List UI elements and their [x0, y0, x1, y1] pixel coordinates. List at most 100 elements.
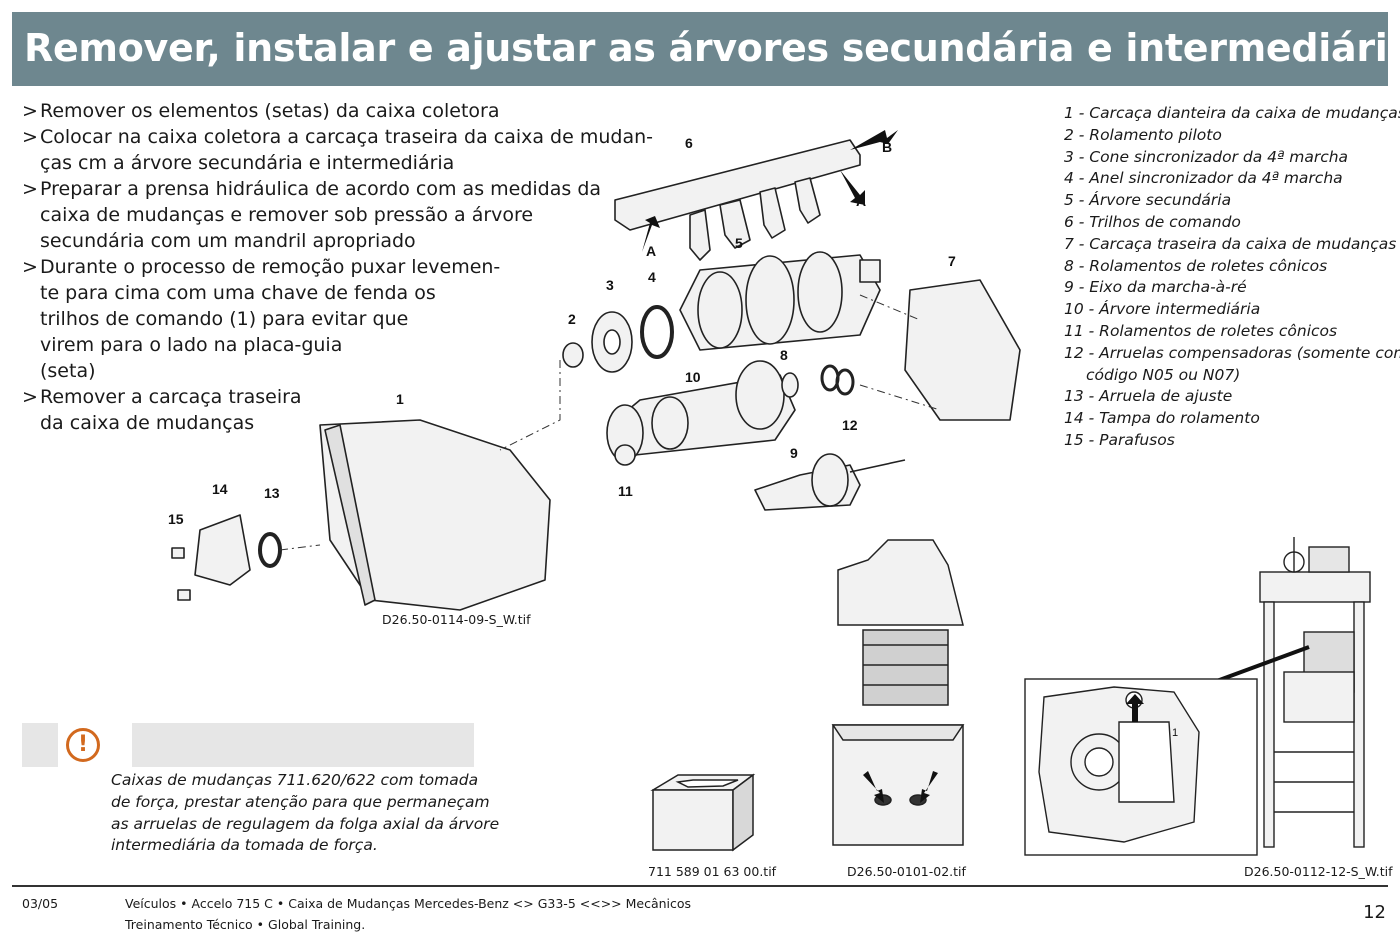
- step-line: Colocar na caixa coletora a carcaça tras…: [40, 126, 653, 148]
- warning-text: Caixas de mudanças 711.620/622 com tomad…: [111, 770, 500, 857]
- step-line: Durante o processo de remoção puxar leve…: [40, 256, 501, 278]
- legend-item: 3 - Cone sincronizador da 4ª marcha: [1064, 147, 1349, 166]
- legend-item: 15 - Parafusos: [1064, 430, 1175, 449]
- part-label: 5: [735, 235, 743, 251]
- warning-line: de força, prestar atenção para que perma…: [111, 792, 490, 811]
- legend-item: 14 - Tampa do rolamento: [1064, 409, 1260, 428]
- warning-line: intermediária da tomada de força.: [111, 836, 378, 855]
- press-caption: D26.50-0112-12-S_W.tif: [1244, 864, 1393, 879]
- shift-fork: [689, 209, 711, 261]
- reverse-gear: [811, 453, 849, 507]
- sync-cone-hub: [603, 329, 621, 355]
- shift-fork: [719, 199, 751, 249]
- part-label: 1: [396, 391, 404, 407]
- bolt: [177, 589, 191, 601]
- arrow-label: A: [646, 243, 656, 259]
- hydraulic-press-drawing: 1: [1024, 537, 1371, 856]
- step-line: (seta): [40, 360, 96, 382]
- part-label: 12: [842, 417, 858, 433]
- tapered-bearing: [781, 372, 799, 398]
- legend-item-continuation: código N05 ou N07): [1086, 365, 1241, 384]
- step-line: Preparar a prensa hidráulica de acordo c…: [40, 178, 602, 200]
- step-item: > Remover os elementos (setas) da caixa …: [22, 98, 622, 124]
- counter-shaft-gear: [651, 396, 689, 450]
- shift-fork: [794, 177, 821, 224]
- legend-item: 8 - Rolamentos de roletes cônicos: [1064, 256, 1328, 275]
- step-line: caixa de mudanças e remover sob pressão …: [40, 204, 534, 226]
- shift-fork: [759, 187, 786, 239]
- main-shaft-gear: [745, 255, 795, 345]
- part-label: 10: [685, 369, 701, 385]
- rear-housing: [904, 279, 1021, 421]
- legend-item: 12 - Arruelas compensadoras (somente com…: [1064, 343, 1400, 387]
- footer-divider: [12, 885, 1388, 887]
- step-marker: >: [22, 386, 38, 408]
- part-label: 9: [790, 445, 798, 461]
- part-label: 4: [648, 269, 656, 285]
- page-number: 12: [1363, 902, 1386, 923]
- sync-ring: [640, 305, 674, 359]
- step-line: te para cima com uma chave de fenda os: [40, 282, 436, 304]
- adjusting-washer: [258, 532, 282, 568]
- title-bar: Remover, instalar e ajustar as árvores s…: [12, 12, 1400, 86]
- main-shaft-gear: [797, 251, 843, 333]
- housing-shafts-drawing: [831, 539, 965, 846]
- legend-item: 9 - Eixo da marcha-à-ré: [1064, 278, 1247, 297]
- legend-item: 1 - Carcaça dianteira da caixa de mudanç…: [1064, 104, 1400, 122]
- tapered-bearing: [614, 444, 636, 466]
- bolt: [171, 547, 185, 559]
- counter-shaft-gear: [735, 360, 785, 430]
- warning-icon-cell: [22, 723, 58, 767]
- part-label: 7: [948, 253, 956, 269]
- legend-item-text: 12 - Arruelas compensadoras (somente com: [1064, 343, 1400, 362]
- arrow-a-left: [642, 216, 660, 252]
- front-housing: [319, 419, 551, 611]
- step-line: Remover a carcaça traseira: [40, 386, 302, 408]
- step-item: > Colocar na caixa coletora a carcaça tr…: [22, 124, 653, 176]
- assembly-line: [859, 384, 941, 411]
- warning-header: [22, 723, 474, 767]
- exclamation-icon: !: [66, 728, 100, 762]
- legend-item: 6 - Trilhos de comando: [1064, 212, 1241, 231]
- step-line: Remover os elementos (setas) da caixa co…: [40, 100, 500, 122]
- pilot-bearing: [562, 342, 584, 368]
- legend-item: 11 - Rolamentos de roletes cônicos: [1064, 321, 1338, 340]
- main-shaft-gear: [697, 271, 743, 349]
- legend-item: 2 - Rolamento piloto: [1064, 125, 1222, 144]
- step-item: > Preparar a prensa hidráulica de acordo…: [22, 176, 622, 254]
- step-line: trilhos de comando (1) para evitar que: [40, 308, 409, 330]
- part-label: 2: [568, 311, 576, 327]
- arrow-label: A: [856, 193, 866, 209]
- exploded-gearbox-drawing: 1 2 3 4 5 6 7 8 9 10 11 12 13 14 15 A A …: [168, 130, 1021, 611]
- step-line: da caixa de mudanças: [40, 412, 255, 434]
- shim-ring: [835, 368, 855, 396]
- step-marker: >: [22, 178, 38, 200]
- main-shaft-tail: [859, 259, 881, 283]
- legend-item: 7 - Carcaça traseira da caixa de mudança…: [1064, 234, 1397, 253]
- warning-line: as arruelas de regulagem da folga axial …: [111, 814, 500, 833]
- arrow-b: [850, 130, 898, 150]
- part-label: 6: [685, 135, 693, 151]
- instruction-steps: > Remover os elementos (setas) da caixa …: [22, 98, 653, 436]
- step-item: > Remover a carcaça traseira da caixa de…: [22, 384, 622, 436]
- page-title: Remover, instalar e ajustar as árvores s…: [24, 26, 1400, 70]
- part-label: 13: [264, 485, 280, 501]
- step-marker: >: [22, 100, 38, 122]
- collector-box-caption: 711 589 01 63 00.tif: [648, 864, 777, 879]
- step-line: ças cm a árvore secundária e intermediár…: [40, 152, 455, 174]
- legend-item: 13 - Arruela de ajuste: [1064, 387, 1233, 406]
- footer-date: 03/05: [22, 896, 59, 911]
- press-detail-label: 1: [1172, 727, 1178, 739]
- part-label: 15: [168, 511, 184, 527]
- footer-line-1: Veículos • Accelo 715 C • Caixa de Mudan…: [125, 896, 692, 911]
- assembly-line: [279, 544, 321, 551]
- part-label: 11: [618, 483, 633, 499]
- part-label: 14: [212, 481, 228, 497]
- step-marker: >: [22, 126, 38, 148]
- part-label: 3: [606, 277, 614, 293]
- warning-line: Caixas de mudanças 711.620/622 com tomad…: [111, 771, 479, 789]
- arrow-label: B: [882, 139, 892, 155]
- step-item: > Durante o processo de remoção puxar le…: [22, 254, 622, 384]
- front-housing-flange: [324, 424, 376, 606]
- reverse-shaft-rod: [849, 459, 906, 473]
